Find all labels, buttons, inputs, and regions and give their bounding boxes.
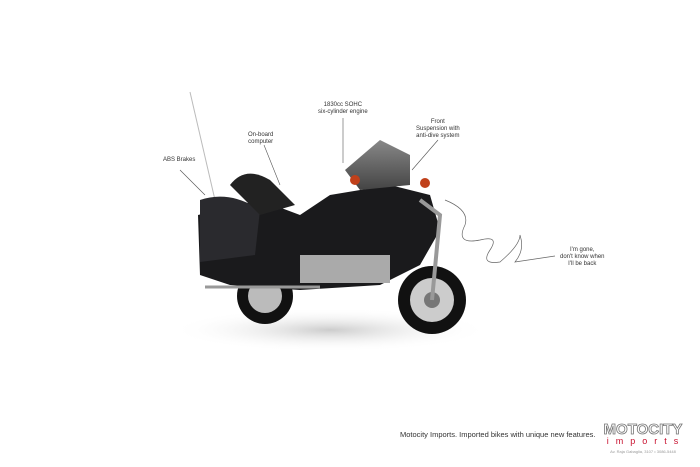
antenna (189, 91, 216, 201)
seat-backrest (230, 173, 295, 215)
loose-wire (444, 199, 556, 263)
front-fork (418, 198, 443, 301)
motocity-logo: MOTOCITY imports Av. Raja Gabaglia, 3107… (598, 422, 688, 454)
engine (300, 255, 390, 283)
callout-abs-brakes: ABS Brakes (163, 157, 196, 163)
windshield (345, 140, 410, 190)
tagline: Motocity Imports. Imported bikes with un… (400, 430, 596, 439)
logo-sub: imports (606, 436, 686, 446)
saddlebag (200, 196, 260, 262)
logo-address: Av. Raja Gabaglia, 3107 • 3086-5448 (610, 449, 676, 454)
logo-main: MOTOCITY (603, 421, 683, 438)
